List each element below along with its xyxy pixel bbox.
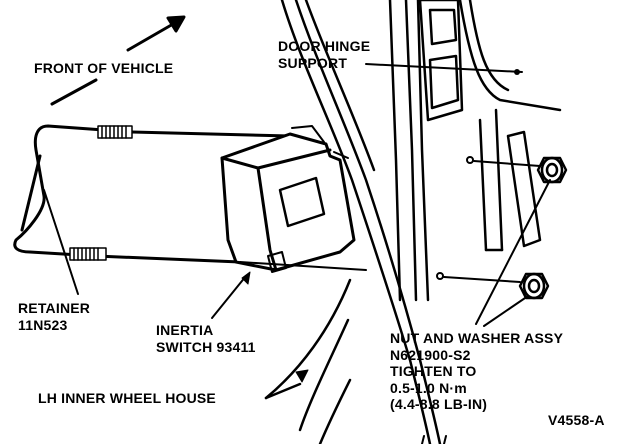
upper-stud [466,156,541,167]
lower-nut [518,272,550,300]
front-arrow-upper [126,15,186,52]
bottom-marks [421,435,447,444]
lh-inner-wheel-house-text: LH INNER WHEEL HOUSE [38,390,216,406]
nut-washer-label: NUT AND WASHER ASSY N621900-S2 TIGHTEN T… [390,330,563,413]
retainer-line1: RETAINER [18,300,91,316]
upper-nut [536,156,568,184]
figure-id-text: V4558-A [548,412,605,428]
front-of-vehicle-label: FRONT OF VEHICLE [34,60,173,77]
nut-leaders [475,179,551,327]
door-pillar [280,0,562,444]
retainer-thread-upper [97,125,133,139]
front-of-vehicle-text: FRONT OF VEHICLE [34,60,174,76]
retainer-wire [13,124,292,264]
inertia-switch-leader [211,275,247,319]
inertia-switch-line2: SWITCH 93411 [156,339,256,355]
retainer-label: RETAINER 11N523 [18,300,90,334]
door-hinge-support-line2: SUPPORT [278,55,348,71]
nut-washer-line2: N621900-S2 [390,346,471,363]
retainer-leader [43,189,79,295]
lower-stud [436,272,521,283]
front-arrow-lower [50,78,98,106]
nut-washer-line1: NUT AND WASHER ASSY [390,330,564,346]
nut-washer-line4: 0.5-1.0 N·m [390,379,467,396]
inertia-switch-leader-head [241,271,251,285]
wheel-house [264,278,352,444]
door-hinge-leader-dot [514,69,520,75]
retainer-line2: 11N523 [18,317,68,333]
inertia-switch [220,125,367,273]
door-hinge-leader [365,63,523,73]
wheel-house-arrow [295,369,309,383]
door-hinge-support-label: DOOR HINGE SUPPORT [278,38,370,72]
nut-washer-line5: (4.4-8.8 LB-IN) [390,396,488,412]
inertia-switch-line1: INERTIA [156,322,214,338]
figure-id-label: V4558-A [548,412,605,429]
inertia-switch-label: INERTIA SWITCH 93411 [156,322,256,356]
nut-washer-line3: TIGHTEN TO [390,363,477,379]
door-hinge-support-line1: DOOR HINGE [278,38,371,54]
retainer-thread-lower [69,247,107,261]
lh-inner-wheel-house-label: LH INNER WHEEL HOUSE [38,390,216,407]
